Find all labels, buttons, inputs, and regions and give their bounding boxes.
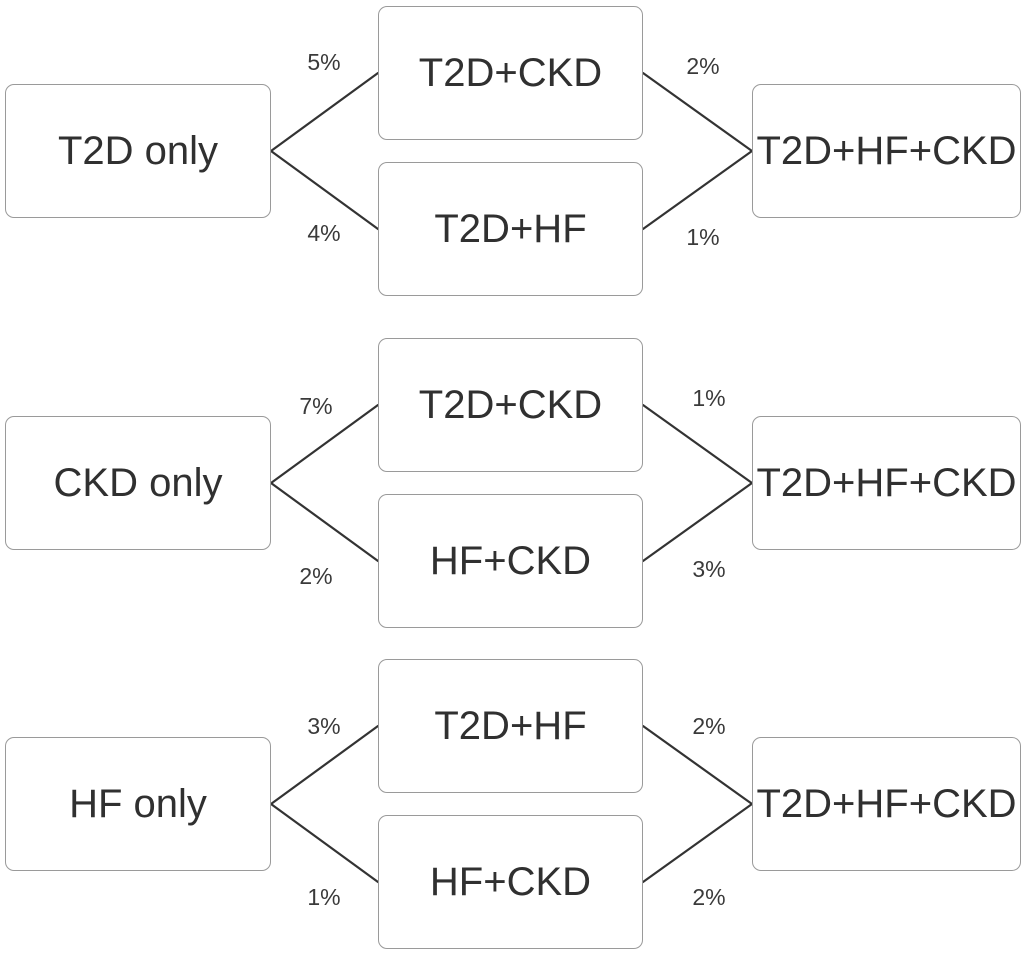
connector-start-lower [269, 481, 380, 563]
connector-start-upper [269, 71, 380, 153]
pct-start-lower: 4% [307, 220, 341, 246]
connector-lower-end [641, 802, 754, 884]
connector-upper-end [641, 71, 754, 153]
pct-upper-end: 2% [686, 53, 720, 79]
connector-start-lower [269, 149, 380, 231]
start-node: T2D only [5, 84, 271, 218]
lower-node: HF+CKD [378, 494, 643, 628]
pct-start-upper: 3% [307, 713, 341, 739]
connector-start-upper [269, 724, 380, 806]
start-node: CKD only [5, 416, 271, 550]
group-3-connectors [269, 724, 754, 884]
upper-node: T2D+CKD [378, 6, 643, 140]
pct-start-lower: 2% [299, 563, 333, 589]
group-1-connectors [269, 71, 754, 231]
lower-node: HF+CKD [378, 815, 643, 949]
connector-lower-end [641, 481, 754, 563]
end-node: T2D+HF+CKD [752, 416, 1021, 550]
group-2-connectors [269, 403, 754, 563]
upper-node: T2D+HF [378, 659, 643, 793]
pct-upper-end: 1% [692, 385, 726, 411]
connector-lower-end [641, 149, 754, 231]
upper-node: T2D+CKD [378, 338, 643, 472]
connector-upper-end [641, 724, 754, 806]
pct-lower-end: 3% [692, 556, 726, 582]
pct-start-lower: 1% [307, 884, 341, 910]
end-node: T2D+HF+CKD [752, 737, 1021, 871]
start-node: HF only [5, 737, 271, 871]
connector-start-lower [269, 802, 380, 884]
connector-upper-end [641, 403, 754, 485]
pct-lower-end: 2% [692, 884, 726, 910]
pct-lower-end: 1% [686, 224, 720, 250]
pct-start-upper: 5% [307, 49, 341, 75]
pct-start-upper: 7% [299, 393, 333, 419]
end-node: T2D+HF+CKD [752, 84, 1021, 218]
connector-start-upper [269, 403, 380, 485]
pct-upper-end: 2% [692, 713, 726, 739]
lower-node: T2D+HF [378, 162, 643, 296]
